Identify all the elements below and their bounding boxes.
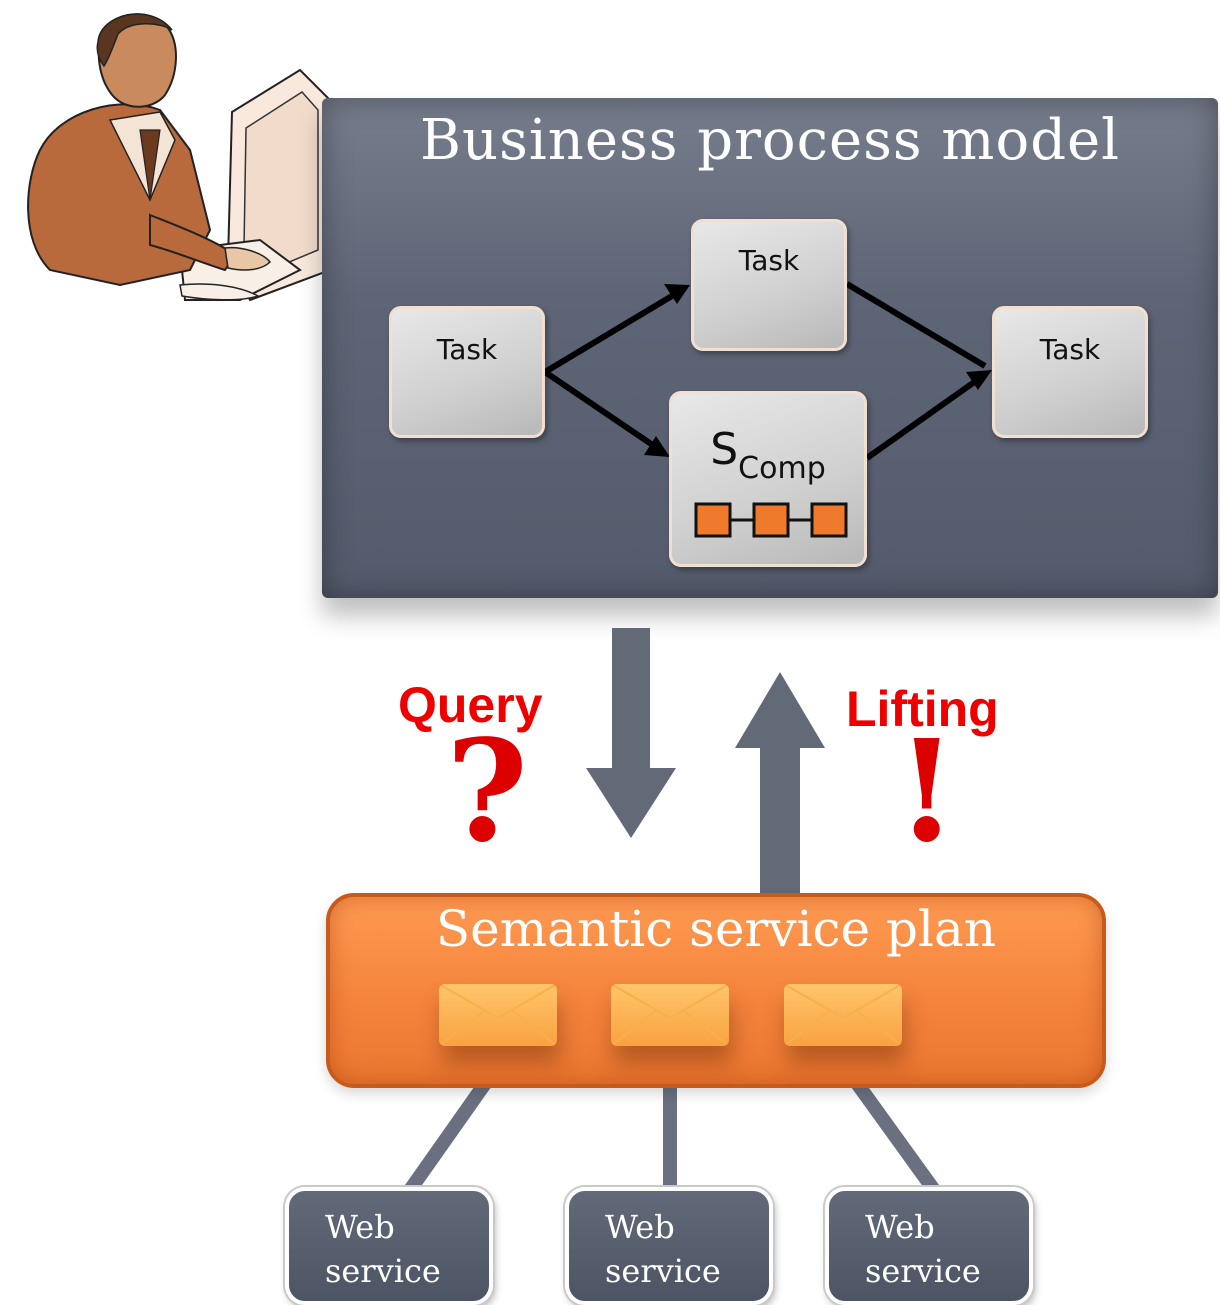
exclamation-mark-icon: ! (896, 710, 958, 874)
plan-service-slot (611, 984, 729, 1046)
lifting-label: Lifting (846, 681, 999, 737)
plan-service-slot (784, 984, 902, 1046)
lifting-arrow (735, 672, 825, 894)
business-process-title: Business process model (419, 108, 1121, 173)
web-service-node-3: Web service (825, 1187, 1033, 1305)
person-at-computer-icon (27, 13, 331, 302)
semantic-service-plan-title: Semantic service plan (435, 900, 997, 958)
question-mark-icon: ? (446, 710, 529, 874)
web-service-line2: service (865, 1252, 981, 1290)
web-service-node-1: Web service (285, 1187, 493, 1305)
web-service-line1: Web (865, 1208, 935, 1246)
envelope-icon (784, 984, 902, 1046)
web-service-line2: service (605, 1252, 721, 1290)
task-node-3: Task (992, 306, 1148, 438)
envelope-icon (611, 984, 729, 1046)
envelope-icon (439, 984, 557, 1046)
composite-sub: Comp (738, 451, 826, 486)
task-node-1: Task (389, 306, 545, 438)
task-label: Task (436, 333, 498, 366)
composite-service-node: SComp (669, 391, 867, 567)
task-label: Task (738, 244, 800, 277)
query-arrow (586, 628, 676, 838)
web-service-line1: Web (325, 1208, 395, 1246)
web-service-line2: service (325, 1252, 441, 1290)
service-chain-icon (694, 502, 848, 538)
web-service-node-2: Web service (565, 1187, 773, 1305)
plan-service-slot (439, 984, 557, 1046)
composite-service-label: SComp (672, 424, 864, 486)
composite-main: S (710, 424, 739, 475)
task-label: Task (1039, 333, 1101, 366)
task-node-2: Task (691, 219, 847, 351)
web-service-line1: Web (605, 1208, 675, 1246)
query-label: Query (398, 677, 543, 733)
